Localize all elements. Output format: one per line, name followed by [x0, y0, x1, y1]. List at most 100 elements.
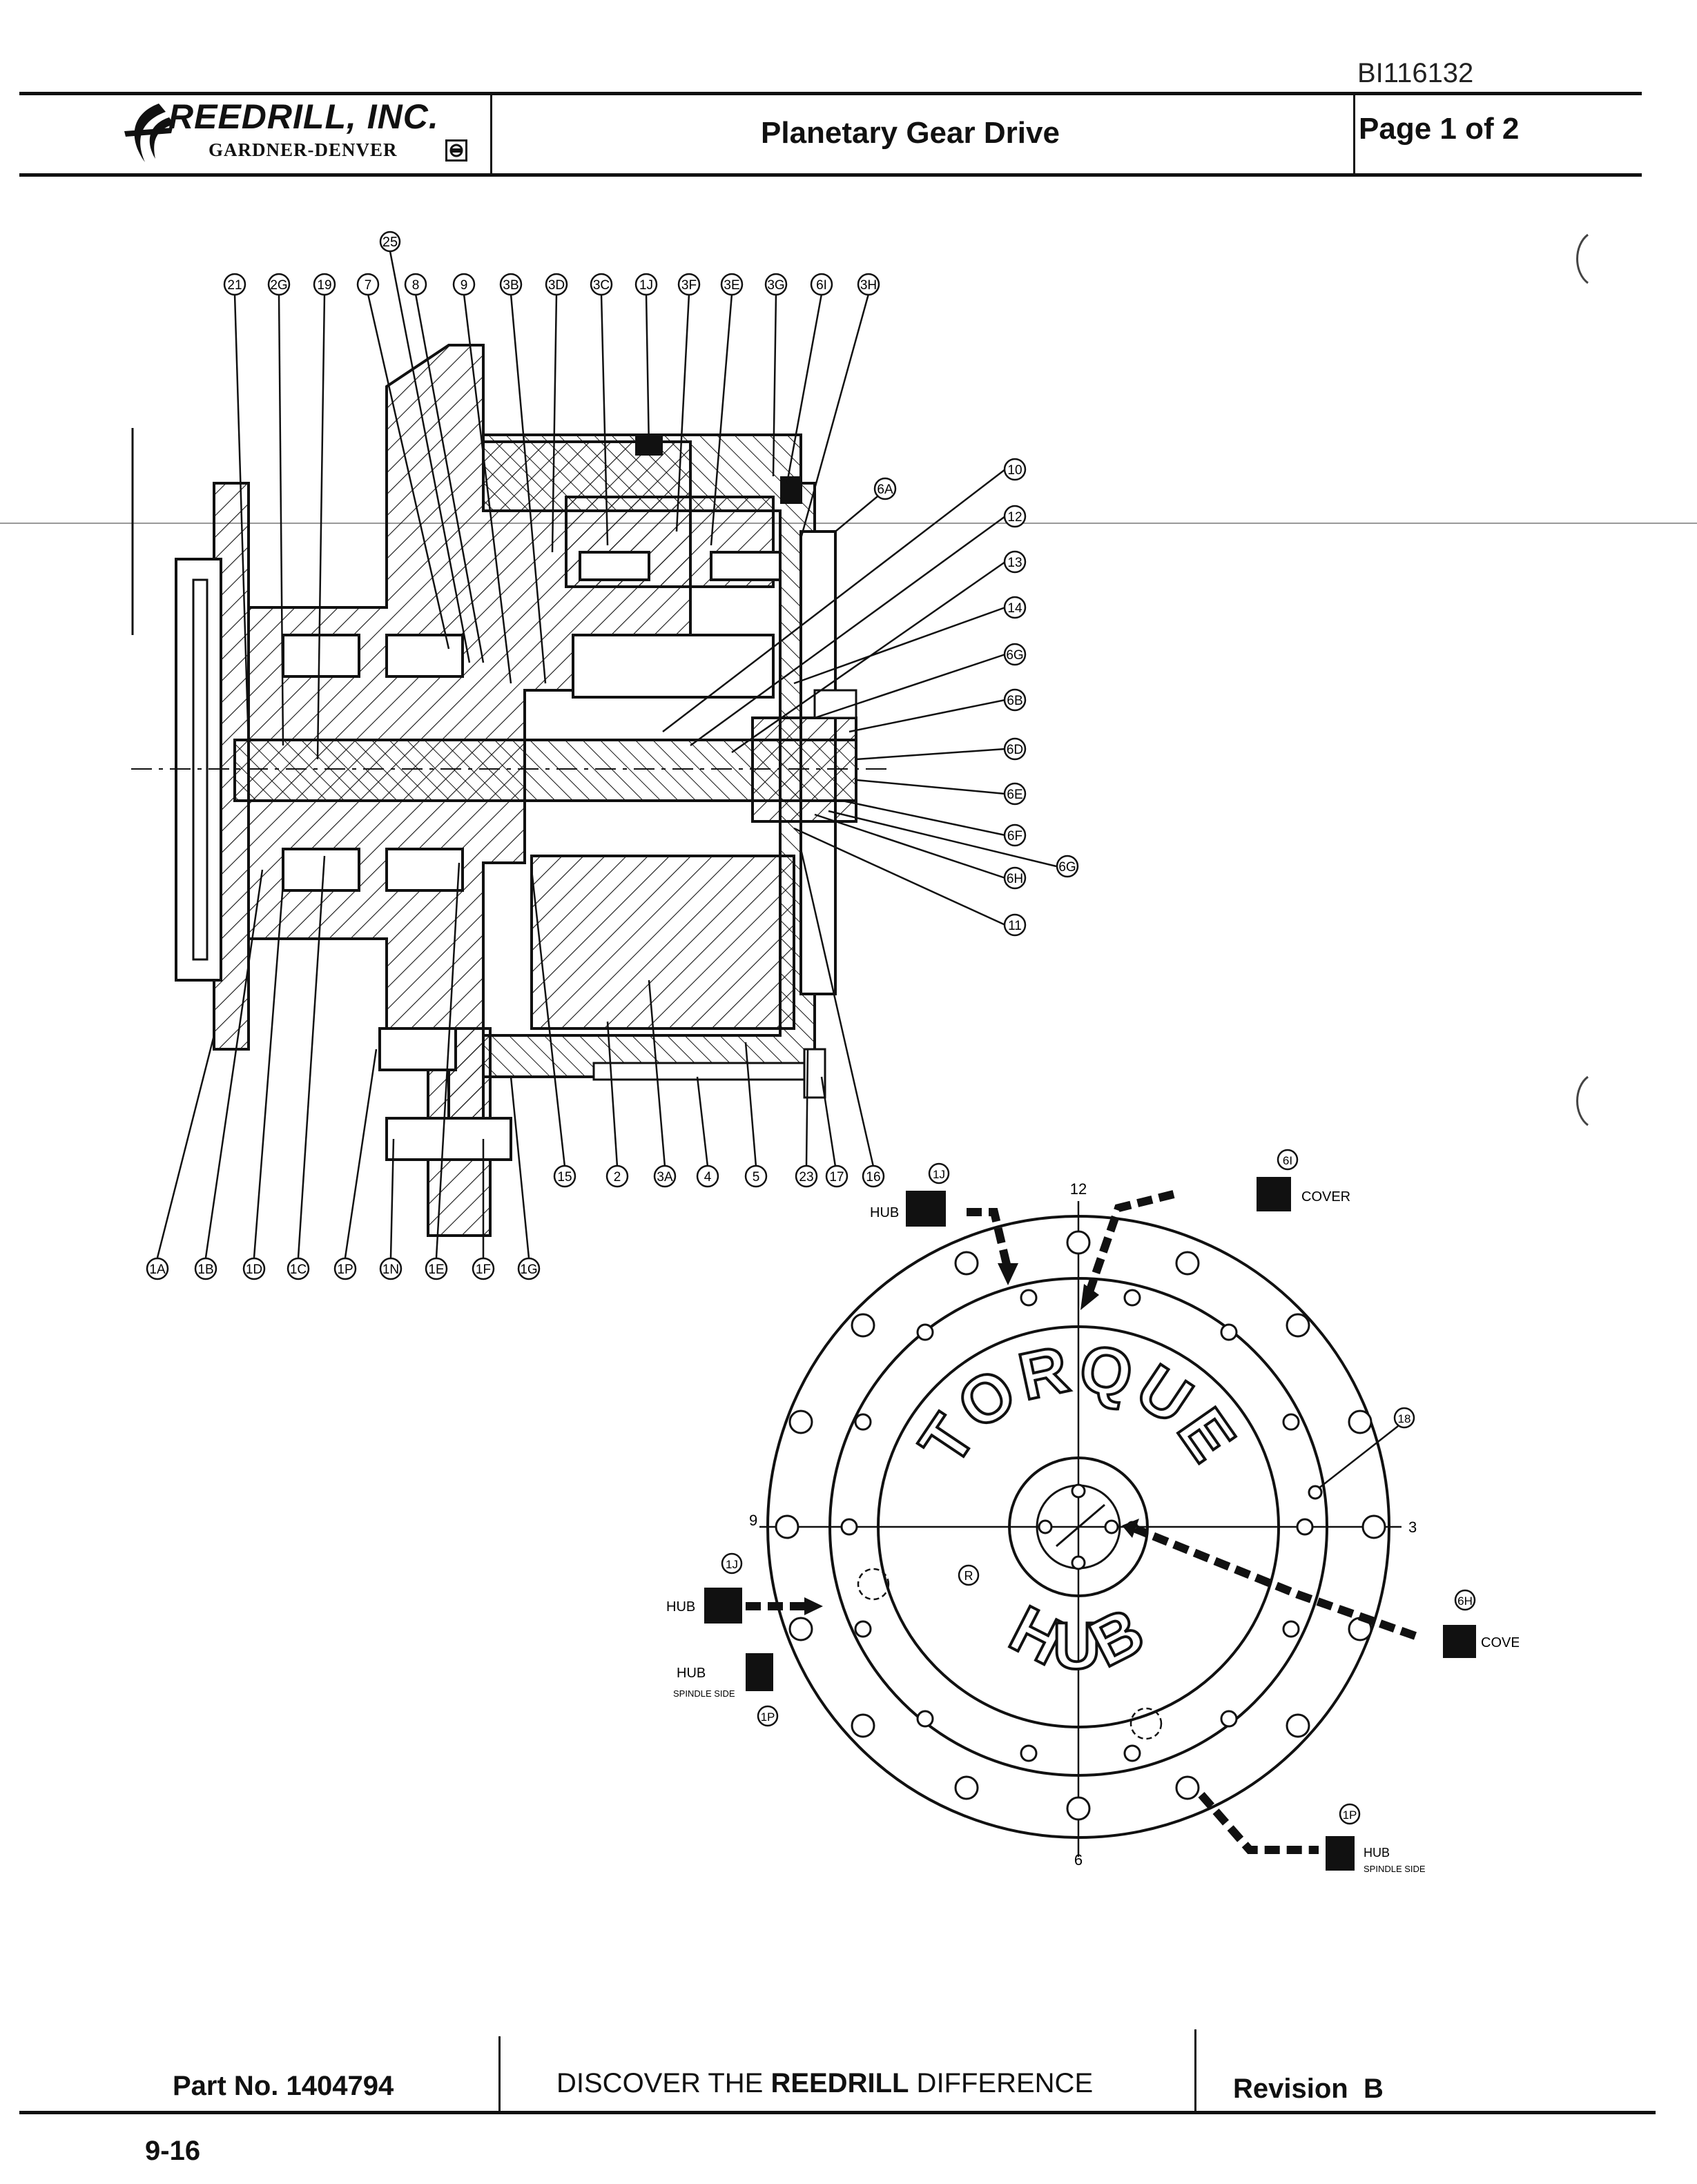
svg-text:1J: 1J	[726, 1558, 738, 1571]
division-name: GARDNER-DENVER	[209, 139, 398, 160]
svg-text:1F: 1F	[476, 1262, 491, 1277]
callout-18: 18	[1308, 1407, 1415, 1500]
header-top-rule	[19, 92, 1642, 95]
torque-hub-face-view: TORQUE HUB 12 3 6 9 R 1J HUB 6I	[666, 1149, 1519, 1874]
svg-text:1A: 1A	[149, 1262, 166, 1277]
document-id: BI116132	[1357, 58, 1474, 88]
svg-text:1B: 1B	[197, 1262, 213, 1277]
svg-text:2: 2	[614, 1170, 621, 1184]
inner-bolt-holes	[840, 1289, 1314, 1762]
callout-25: 25	[379, 231, 401, 253]
svg-text:9: 9	[460, 278, 468, 293]
clock-9-label: 9	[749, 1512, 757, 1529]
svg-text:14: 14	[1007, 601, 1022, 616]
svg-text:6H: 6H	[1007, 872, 1023, 886]
clock-6-label: 6	[1074, 1851, 1083, 1869]
svg-text:8: 8	[412, 278, 420, 293]
svg-text:1G: 1G	[520, 1262, 537, 1277]
callout-hub-left: 1J HUB	[666, 1552, 743, 1624]
svg-text:1N: 1N	[382, 1262, 399, 1277]
svg-text:HUB: HUB	[1364, 1846, 1390, 1860]
svg-text:21: 21	[227, 278, 242, 293]
header-divider-2	[1353, 92, 1355, 176]
svg-text:6I: 6I	[1283, 1154, 1292, 1167]
footer-divider-1	[498, 2036, 501, 2111]
svg-text:3H: 3H	[860, 278, 877, 293]
svg-text:2G: 2G	[270, 278, 287, 293]
svg-text:HUB: HUB	[677, 1666, 706, 1681]
page-title: Planetary Gear Drive	[761, 116, 1060, 150]
svg-text:3G: 3G	[767, 278, 784, 293]
callout-cover-top: 6I COVER	[1257, 1149, 1350, 1211]
callout-leaders-bottom-inner	[530, 848, 875, 1167]
svg-text:6E: 6E	[1007, 788, 1022, 802]
svg-text:6D: 6D	[1007, 743, 1023, 757]
svg-text:6G: 6G	[1006, 648, 1023, 663]
svg-text:3F: 3F	[681, 278, 697, 293]
svg-text:HUB: HUB	[666, 1599, 695, 1615]
company-name: REEDRILL, INC.	[168, 97, 439, 136]
r-mark: R	[958, 1564, 980, 1586]
svg-text:25: 25	[382, 235, 398, 250]
slogan-brand: REEDRILL	[770, 2068, 909, 2098]
callout-leaders-right	[662, 469, 1057, 926]
svg-text:1J: 1J	[639, 278, 653, 293]
slogan-post: DIFFERENCE	[909, 2068, 1094, 2098]
svg-text:13: 13	[1007, 556, 1022, 570]
svg-text:1C: 1C	[290, 1262, 307, 1277]
callout-spindle-left: HUB SPINDLE SIDE 1P	[673, 1653, 779, 1727]
svg-text:16: 16	[866, 1170, 880, 1184]
svg-text:18: 18	[1398, 1412, 1411, 1425]
svg-text:1P: 1P	[337, 1262, 353, 1277]
page-number: 9-16	[145, 2136, 201, 2166]
svg-text:COVER: COVER	[1301, 1189, 1350, 1205]
svg-text:3A: 3A	[657, 1170, 673, 1184]
svg-text:12: 12	[1007, 510, 1022, 525]
callout-bubbles-right: 6A 10 12 13 14 6G 6B 6D 6E 6F 6G 6H 11	[873, 458, 1079, 937]
footer-divider-2	[1194, 2029, 1196, 2111]
reedrill-swirl-icon	[124, 104, 174, 162]
svg-text:6B: 6B	[1007, 694, 1022, 708]
header-bottom-rule	[19, 173, 1642, 177]
input-shaft	[131, 716, 891, 823]
svg-text:17: 17	[829, 1170, 844, 1184]
svg-text:5: 5	[753, 1170, 760, 1184]
callouts-top: 25	[379, 231, 471, 663]
callout-leaders-top	[233, 293, 870, 760]
callout-spindle-bottom: 1P HUB SPINDLE SIDE	[1326, 1803, 1426, 1874]
revision-label: Revision B	[1233, 2074, 1384, 2104]
svg-text:6A: 6A	[877, 482, 893, 497]
svg-text:1P: 1P	[1343, 1808, 1357, 1822]
clock-12-label: 12	[1070, 1180, 1087, 1198]
svg-text:3B: 3B	[503, 278, 518, 293]
outer-bolt-holes	[775, 1230, 1386, 1821]
callout-bubbles-bottom-inner: 15 2 3A 4 5 23 17 16	[553, 1164, 885, 1188]
svg-text:3C: 3C	[593, 278, 610, 293]
svg-text:R: R	[964, 1569, 973, 1583]
svg-text:1P: 1P	[761, 1710, 775, 1724]
svg-text:11: 11	[1008, 919, 1022, 933]
callout-bubbles-top: 21 2G 19 7 8 9 3B 3D 3C 1J 3F 3E 3G 6I 3…	[223, 273, 880, 296]
gardner-denver-badge-icon	[445, 139, 467, 162]
callout-leaders-bottom-outer	[156, 855, 530, 1258]
callout-cover-right: 6H COVER	[1443, 1589, 1519, 1658]
svg-text:6I: 6I	[816, 278, 827, 293]
page-indicator: Page 1 of 2	[1359, 112, 1520, 146]
phantom-holes	[857, 1568, 1163, 1740]
part-number: Part No. 1404794	[173, 2071, 394, 2101]
svg-text:SPINDLE SIDE: SPINDLE SIDE	[673, 1688, 735, 1699]
svg-text:3D: 3D	[548, 278, 565, 293]
svg-text:10: 10	[1007, 463, 1022, 478]
svg-text:6F: 6F	[1007, 829, 1022, 844]
arrow-heads	[804, 1263, 1139, 1615]
svg-text:HUB: HUB	[870, 1205, 899, 1220]
bearings	[282, 551, 782, 892]
svg-text:1D: 1D	[246, 1262, 262, 1277]
svg-text:1J: 1J	[933, 1168, 945, 1181]
svg-text:3E: 3E	[724, 278, 739, 293]
footer-rule	[19, 2111, 1656, 2114]
svg-text:SPINDLE SIDE: SPINDLE SIDE	[1364, 1864, 1426, 1874]
footer-slogan: DISCOVER THE REEDRILL DIFFERENCE	[556, 2068, 1093, 2099]
company-logo: REEDRILL, INC. GARDNER-DENVER	[117, 97, 490, 173]
indicator-arrows	[746, 1190, 1417, 1854]
